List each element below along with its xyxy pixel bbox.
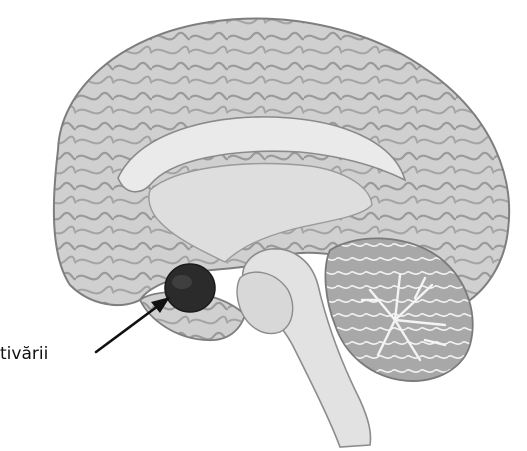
callout-label: tivării [0, 344, 48, 364]
callout-arrow [96, 297, 170, 352]
highlighted-region [165, 264, 215, 312]
